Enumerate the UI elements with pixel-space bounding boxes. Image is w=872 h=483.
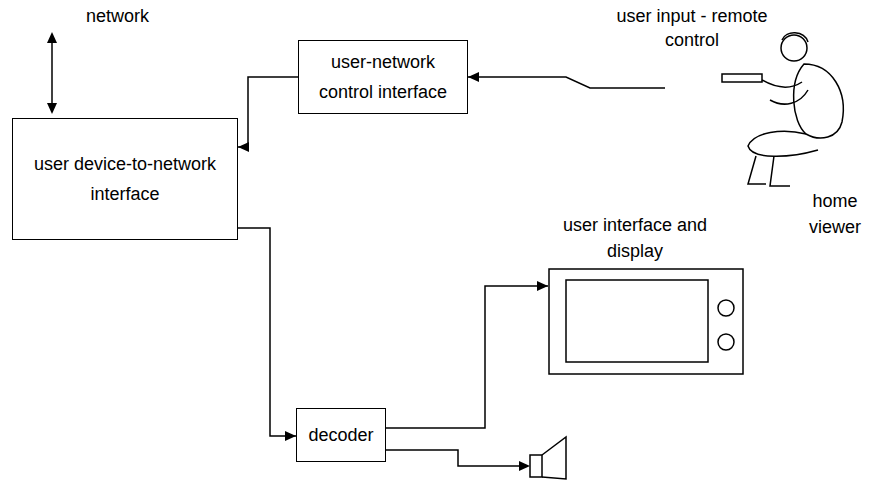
remote-control bbox=[722, 74, 762, 82]
speaker-cone bbox=[542, 437, 566, 479]
arrowhead bbox=[537, 281, 548, 291]
person-label: home viewer bbox=[805, 188, 865, 240]
display-label: user interface and display bbox=[560, 212, 710, 264]
person-outline bbox=[770, 90, 808, 104]
tv-housing bbox=[549, 269, 743, 374]
person-outline bbox=[770, 156, 790, 186]
person-head bbox=[781, 35, 807, 61]
arrowhead bbox=[238, 142, 249, 152]
person-outline bbox=[748, 131, 818, 156]
arrowhead bbox=[519, 461, 530, 471]
connector bbox=[238, 77, 298, 147]
process-box: user device-to-network interface bbox=[12, 118, 238, 240]
arrowhead bbox=[47, 103, 57, 114]
tv-outline bbox=[548, 268, 744, 375]
network-arrow bbox=[51, 40, 53, 106]
person-strokes bbox=[722, 33, 843, 186]
arrowhead bbox=[468, 72, 479, 82]
tv-knob bbox=[718, 334, 734, 350]
connector bbox=[238, 228, 296, 436]
network-label: network bbox=[86, 4, 149, 28]
arrowhead bbox=[47, 32, 57, 43]
speaker-magnet bbox=[530, 455, 542, 477]
viewer-figure: home viewer bbox=[665, 28, 865, 243]
arrowhead bbox=[285, 431, 296, 441]
connector bbox=[468, 77, 665, 88]
box-label: decoder bbox=[300, 418, 381, 452]
box-label: user-network control interface bbox=[299, 45, 467, 109]
process-box: decoder bbox=[296, 408, 386, 462]
process-box: user-network control interface bbox=[298, 40, 468, 114]
person-outline bbox=[748, 156, 766, 184]
connector bbox=[386, 286, 548, 428]
tv-screen bbox=[566, 280, 708, 362]
display-unit: user interface and display bbox=[540, 208, 750, 376]
speaker-wire bbox=[386, 450, 522, 466]
box-label: user device-to-network interface bbox=[13, 147, 237, 211]
tv-knob bbox=[718, 300, 734, 316]
edge-label: user input - remote control bbox=[612, 4, 772, 52]
person-outline bbox=[762, 80, 802, 87]
person-illustration bbox=[665, 28, 865, 193]
person-outline bbox=[794, 64, 844, 138]
